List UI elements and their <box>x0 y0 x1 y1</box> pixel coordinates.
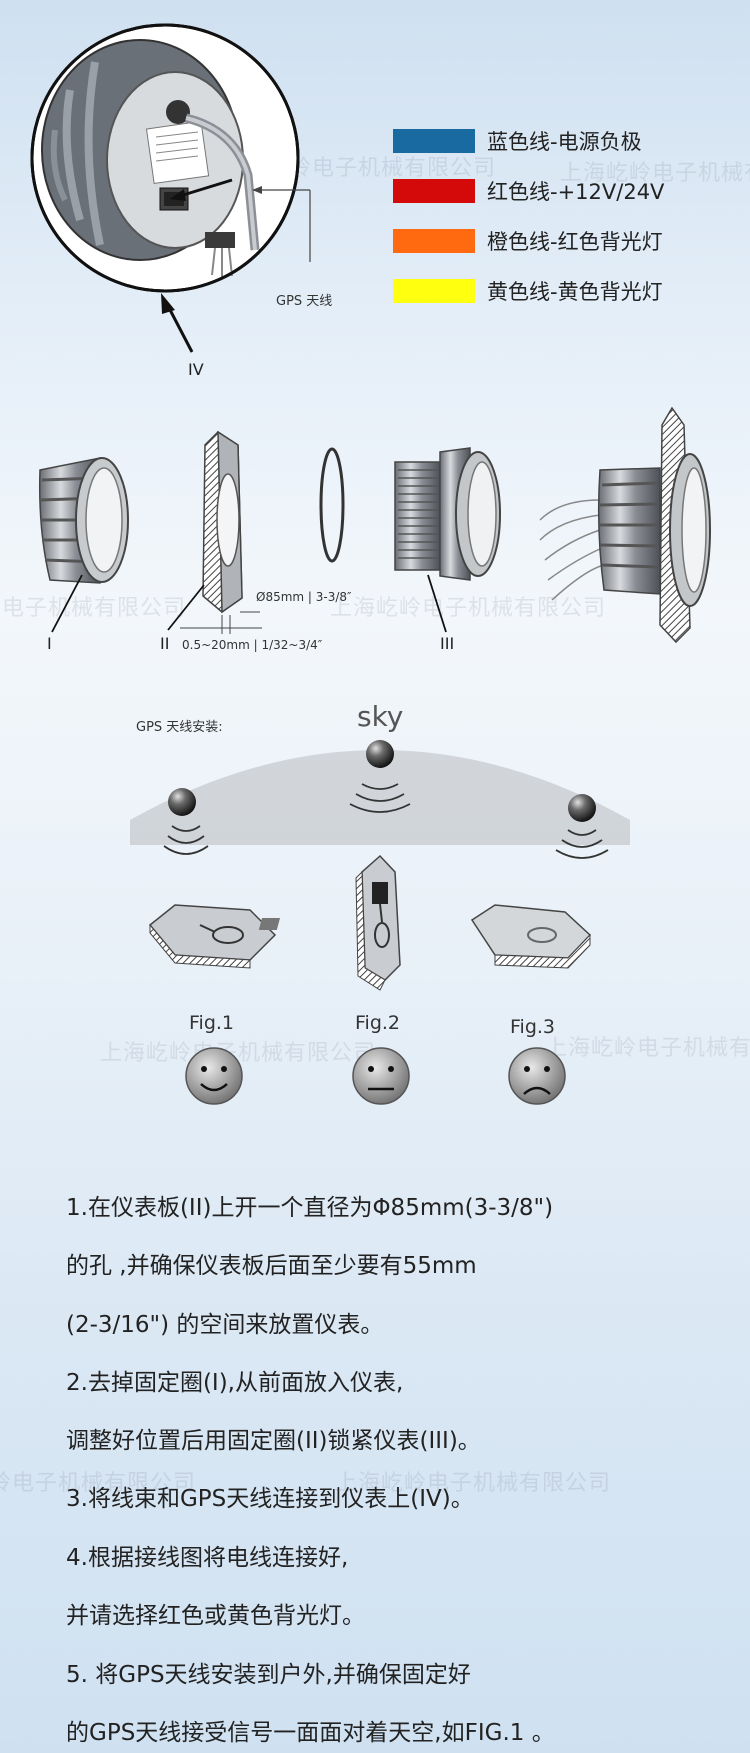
instruction-line: 5. 将GPS天线安装到户外,并确保固定好 <box>66 1662 471 1688</box>
legend-label: 红色线-+12V/24V <box>487 180 665 204</box>
antenna-plate-fig1 <box>148 904 277 969</box>
panel-thickness-dimension: 0.5~20mm | 1/32~3/4″ <box>182 638 323 652</box>
satellite-icon <box>168 788 196 816</box>
antenna-plate-fig2 <box>355 854 401 991</box>
assembled-gauge <box>539 406 711 644</box>
watermark: 上海屹岭电子机械有限公司 <box>0 1471 197 1496</box>
part-iii-label: III <box>440 634 455 653</box>
gps-sky-diagram <box>130 740 630 859</box>
sky-label: sky <box>357 700 404 733</box>
part-ii-label: II <box>160 634 170 653</box>
instruction-line: 的孔 ,并确保仪表板后面至少要有55mm <box>66 1253 477 1279</box>
watermark: 上海屹岭电子机械有限公司 <box>545 1036 750 1061</box>
neutral-face-icon <box>352 1047 410 1105</box>
o-ring <box>319 447 345 563</box>
instruction-line: 3.将线束和GPS天线连接到仪表上(IV)。 <box>66 1486 474 1512</box>
fig1-label: Fig.1 <box>189 1012 235 1034</box>
part-i-ring <box>38 457 129 633</box>
legend-row-red: 红色线-+12V/24V <box>393 177 664 205</box>
legend-row-orange: 橙色线-红色背光灯 <box>393 227 663 255</box>
legend-label: 蓝色线-电源负极 <box>487 130 642 154</box>
legend-swatch <box>393 279 475 303</box>
legend-row-yellow: 黄色线-黄色背光灯 <box>393 277 663 305</box>
watermark: 上海屹岭电子机械有限公司 <box>0 596 187 621</box>
watermark: 上海屹岭电子机械有限公司 <box>560 161 750 186</box>
legend-label: 橙色线-红色背光灯 <box>487 230 663 254</box>
antenna-plate-fig3 <box>258 904 592 969</box>
sad-face-icon <box>508 1047 566 1105</box>
instruction-line: 4.根据接线图将电线连接好, <box>66 1545 349 1571</box>
satellite-icon <box>568 794 596 822</box>
watermark: 上海屹岭电子机械有限公司 <box>330 596 607 621</box>
legend-swatch <box>393 179 475 203</box>
satellite-icon <box>366 740 394 768</box>
gps-install-title: GPS 天线安装: <box>136 720 223 735</box>
gauge-back-view <box>30 23 311 353</box>
gps-antenna-label: GPS 天线 <box>276 294 333 309</box>
instruction-line: 的GPS天线接受信号一面面对着天空,如FIG.1 。 <box>66 1720 555 1746</box>
watermark: 上海屹岭电子机械有限公司 <box>335 1471 612 1496</box>
happy-face-icon <box>185 1047 243 1105</box>
fig3-label: Fig.3 <box>510 1016 556 1038</box>
legend-row-blue: 蓝色线-电源负极 <box>393 127 642 155</box>
part-ii-panel <box>167 430 262 634</box>
instruction-line: 1.在仪表板(II)上开一个直径为Φ85mm(3-3/8") <box>66 1195 554 1221</box>
instruction-line: 2.去掉固定圈(I),从前面放入仪表, <box>66 1370 404 1396</box>
part-iii-gauge-body <box>394 447 501 633</box>
part-iv-label: IV <box>188 360 204 379</box>
legend-swatch <box>393 129 475 153</box>
instruction-line: 调整好位置后用固定圈(II)锁紧仪表(III)。 <box>66 1428 481 1454</box>
legend-label: 黄色线-黄色背光灯 <box>487 280 663 304</box>
instruction-line: 并请选择红色或黄色背光灯。 <box>66 1603 365 1629</box>
legend-swatch <box>393 229 475 253</box>
instruction-line: (2-3/16") 的空间来放置仪表。 <box>66 1312 384 1338</box>
hole-dimension: Ø85mm | 3-3/8″ <box>256 590 352 604</box>
part-i-label: I <box>47 634 52 653</box>
fig2-label: Fig.2 <box>355 1012 401 1034</box>
